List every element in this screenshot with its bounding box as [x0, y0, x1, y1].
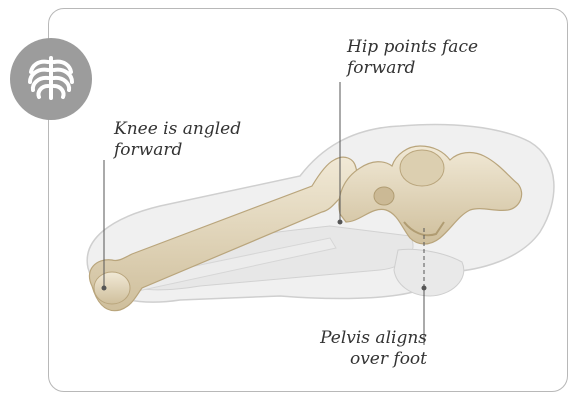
hip-socket	[374, 187, 394, 205]
pelvis-label-line1: Pelvis aligns	[311, 328, 427, 349]
hip-label-line2: forward	[347, 58, 478, 79]
pelvis-label: Pelvis aligns over foot	[311, 328, 427, 370]
knee-label: Knee is angled forward	[114, 119, 241, 161]
sacrum	[400, 150, 444, 186]
knee-label-line2: forward	[114, 140, 241, 161]
knee-leader-dot	[102, 286, 107, 291]
hip-leader-dot	[338, 220, 343, 225]
femur-condyle	[94, 272, 130, 304]
pelvis-label-line2: over foot	[311, 349, 427, 370]
pelvis-leader-dot	[422, 286, 427, 291]
knee-label-line1: Knee is angled	[114, 119, 241, 140]
hip-label-line1: Hip points face	[347, 37, 478, 58]
hip-label: Hip points face forward	[347, 37, 478, 79]
